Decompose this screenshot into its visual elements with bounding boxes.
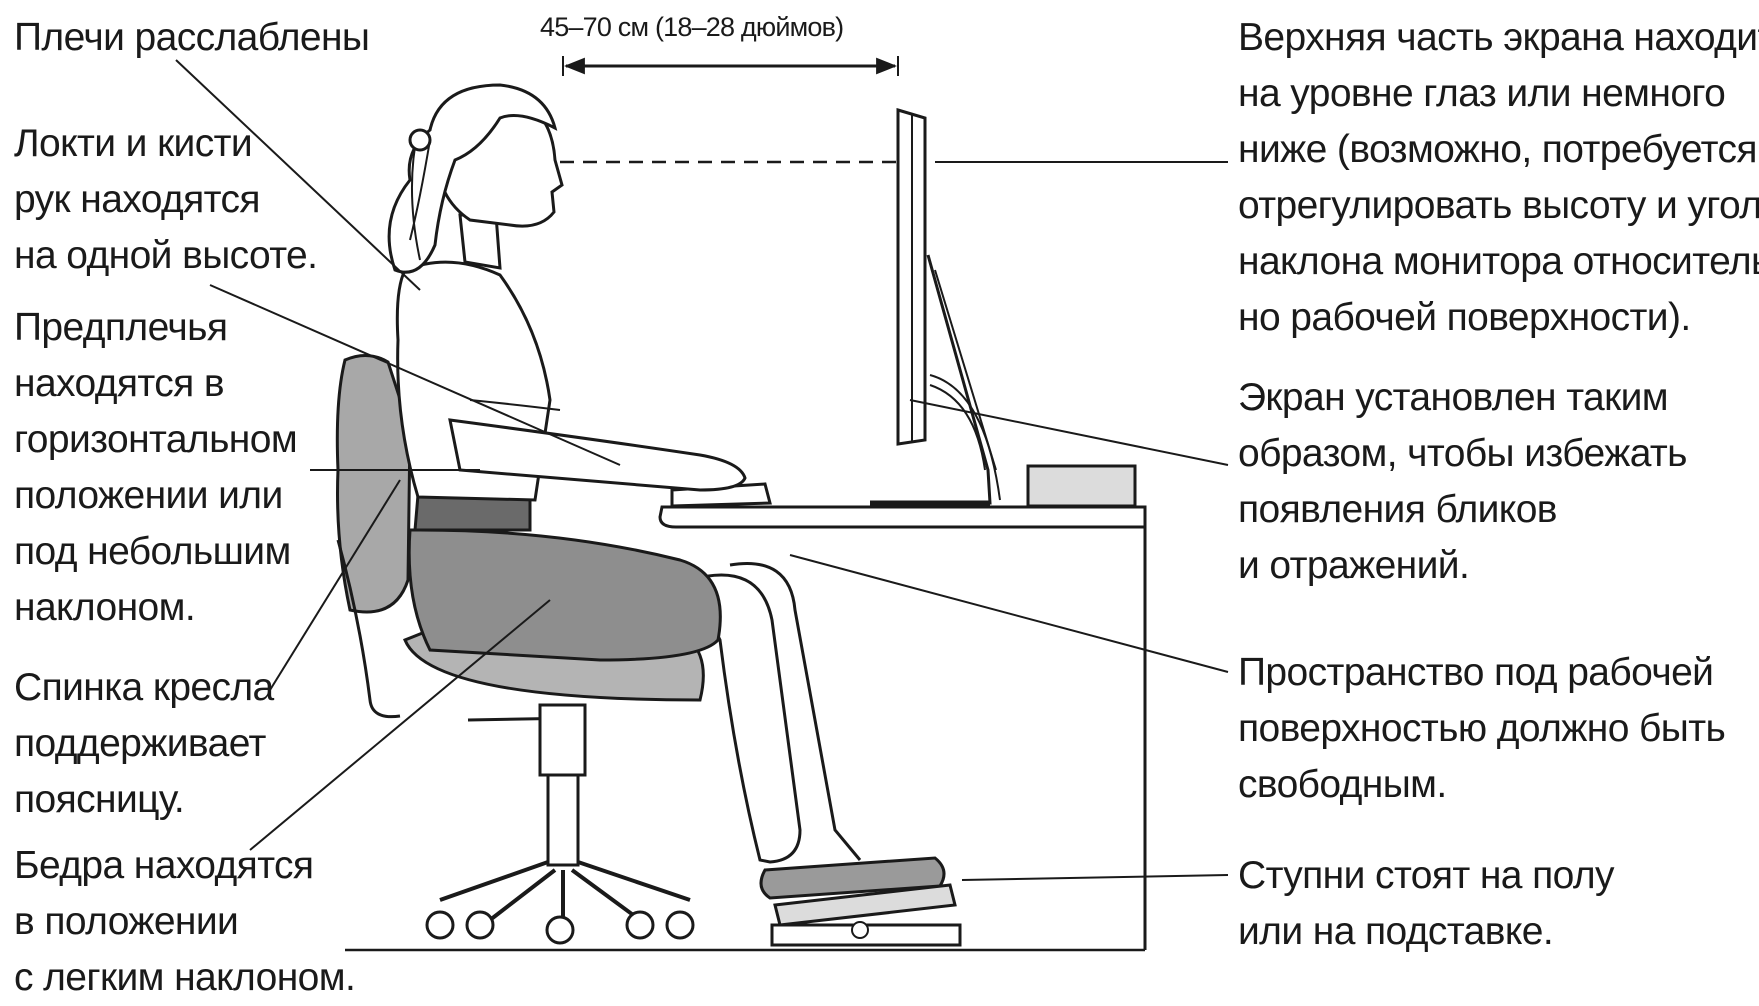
label-line: Бедра находятся bbox=[14, 838, 355, 894]
label-line: на одной высоте. bbox=[14, 228, 317, 284]
label-line: положении или bbox=[14, 468, 297, 524]
monitor bbox=[870, 110, 1000, 503]
label-line: появления бликов bbox=[1238, 482, 1687, 538]
label-line: на уровне глаз или немного bbox=[1238, 66, 1759, 122]
label-line: Верхняя часть экрана находится bbox=[1238, 10, 1759, 66]
label-line: Пространство под рабочей bbox=[1238, 645, 1725, 701]
label-line: Ступни стоят на полу bbox=[1238, 848, 1614, 904]
label-line: ниже (возможно, потребуется bbox=[1238, 122, 1759, 178]
label-feet: Ступни стоят на полу или на подставке. bbox=[1238, 848, 1614, 960]
label-screen-glare: Экран установлен таким образом, чтобы из… bbox=[1238, 370, 1687, 594]
label-line: Плечи расслаблены bbox=[14, 10, 369, 66]
label-shoulders: Плечи расслаблены bbox=[14, 10, 369, 66]
label-elbows: Локти и кисти рук находятся на одной выс… bbox=[14, 116, 317, 284]
label-line: находятся в bbox=[14, 356, 297, 412]
label-line: поясницу. bbox=[14, 772, 274, 828]
distance-label: 45–70 см (18–28 дюймов) bbox=[540, 12, 843, 43]
desk-box bbox=[1028, 466, 1135, 506]
label-line: свободным. bbox=[1238, 757, 1725, 813]
label-line: с легким наклоном. bbox=[14, 950, 355, 1006]
label-line: или на подставке. bbox=[1238, 904, 1614, 960]
label-line: в положении bbox=[14, 894, 355, 950]
label-forearms: Предплечья находятся в горизонтальном по… bbox=[14, 300, 297, 636]
label-line: Спинка кресла bbox=[14, 660, 274, 716]
label-under-desk: Пространство под рабочей поверхностью до… bbox=[1238, 645, 1725, 813]
label-chair-back: Спинка кресла поддерживает поясницу. bbox=[14, 660, 274, 828]
label-line: и отражений. bbox=[1238, 538, 1687, 594]
label-line: отрегулировать высоту и угол bbox=[1238, 178, 1759, 234]
label-line: Локти и кисти bbox=[14, 116, 317, 172]
label-line: Предплечья bbox=[14, 300, 297, 356]
label-line: поддерживает bbox=[14, 716, 274, 772]
label-line: но рабочей поверхности). bbox=[1238, 290, 1759, 346]
label-line: наклона монитора относитель bbox=[1238, 234, 1759, 290]
label-line: под небольшим bbox=[14, 524, 297, 580]
label-thighs: Бедра находятся в положении с легким нак… bbox=[14, 838, 355, 1006]
label-line: Экран установлен таким bbox=[1238, 370, 1687, 426]
label-screen-top: Верхняя часть экрана находится на уровне… bbox=[1238, 10, 1759, 346]
label-line: образом, чтобы избежать bbox=[1238, 426, 1687, 482]
label-line: рук находятся bbox=[14, 172, 317, 228]
label-line: поверхностью должно быть bbox=[1238, 701, 1725, 757]
label-line: наклоном. bbox=[14, 580, 297, 636]
label-line: горизонтальном bbox=[14, 412, 297, 468]
